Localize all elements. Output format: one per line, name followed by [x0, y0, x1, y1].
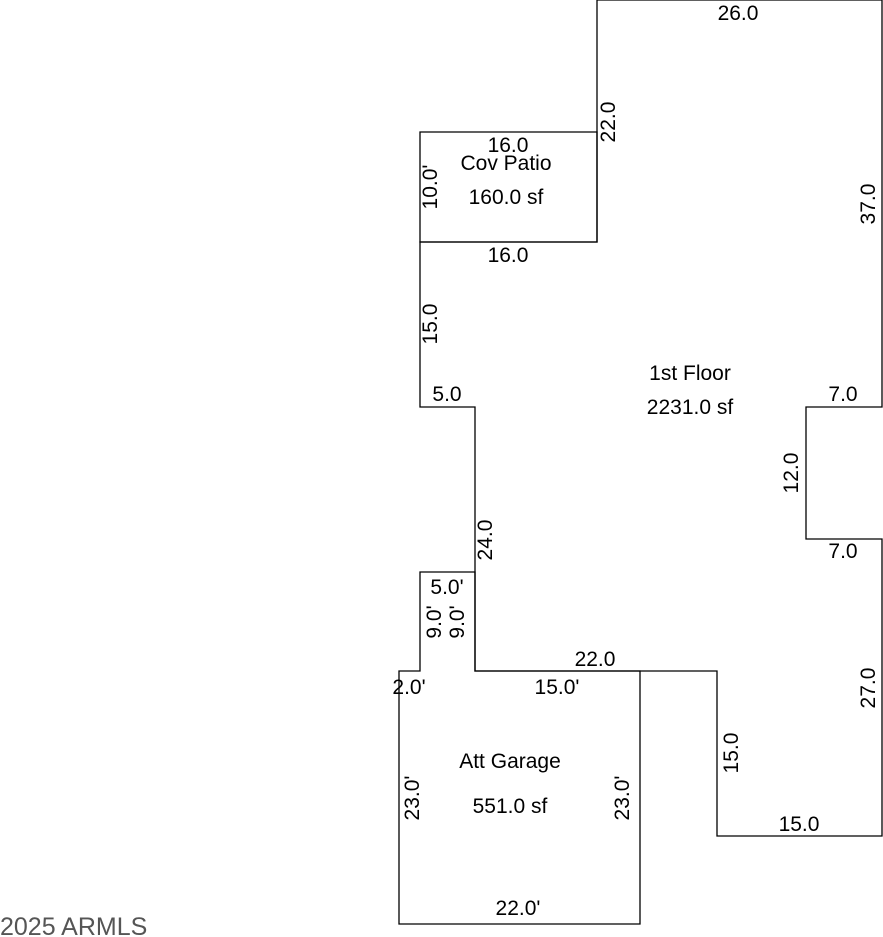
- dim-att-garage-left-small: 2.0': [392, 676, 425, 699]
- cov-patio-label: Cov Patio: [460, 152, 551, 175]
- first-floor-outline: [419, 0, 883, 837]
- dim-first-floor-top: 26.0: [718, 2, 759, 25]
- dim-first-floor-notch-bottom: 7.0: [828, 540, 857, 563]
- dim-att-garage-nook-left: 9.0': [423, 605, 446, 638]
- att-garage-outline: [398, 571, 641, 925]
- cov-patio-area: 160.0 sf: [469, 186, 544, 209]
- dim-first-floor-left-step: 5.0: [432, 383, 461, 406]
- dim-first-floor-garage-top: 22.0: [575, 648, 616, 671]
- dim-att-garage-bottom: 22.0': [496, 897, 541, 920]
- dim-first-floor-notch-side: 12.0: [780, 453, 803, 494]
- dim-first-floor-patio-bottom: 16.0: [488, 244, 529, 267]
- dim-cov-patio-top: 16.0: [488, 134, 529, 157]
- dim-att-garage-nook-right: 9.0': [446, 605, 469, 638]
- dim-att-garage-top: 15.0': [535, 676, 580, 699]
- dim-first-floor-bottom-right: 15.0: [779, 813, 820, 836]
- dim-att-garage-left: 23.0': [401, 776, 424, 821]
- dim-first-floor-left-upper: 22.0: [597, 102, 620, 143]
- dim-first-floor-left-middle: 15.0: [419, 304, 442, 345]
- dim-att-garage-nook-top: 5.0': [430, 576, 463, 599]
- cov-patio-outline: [419, 131, 598, 243]
- dim-first-floor-right-lower: 27.0: [857, 668, 880, 709]
- first-floor-area: 2231.0 sf: [647, 396, 734, 419]
- dim-first-floor-notch-top: 7.0: [828, 383, 857, 406]
- att-garage-label: Att Garage: [459, 750, 561, 773]
- att-garage-area: 551.0 sf: [473, 795, 548, 818]
- dim-first-floor-right-upper: 37.0: [857, 184, 880, 225]
- dim-cov-patio-left: 10.0': [419, 165, 442, 210]
- copyright-text: 2025 ARMLS: [0, 913, 147, 937]
- dim-att-garage-right: 23.0': [611, 776, 634, 821]
- first-floor-label: 1st Floor: [649, 362, 731, 385]
- dim-first-floor-step-vertical: 15.0: [720, 733, 743, 774]
- dim-first-floor-left-lower: 24.0: [474, 520, 497, 561]
